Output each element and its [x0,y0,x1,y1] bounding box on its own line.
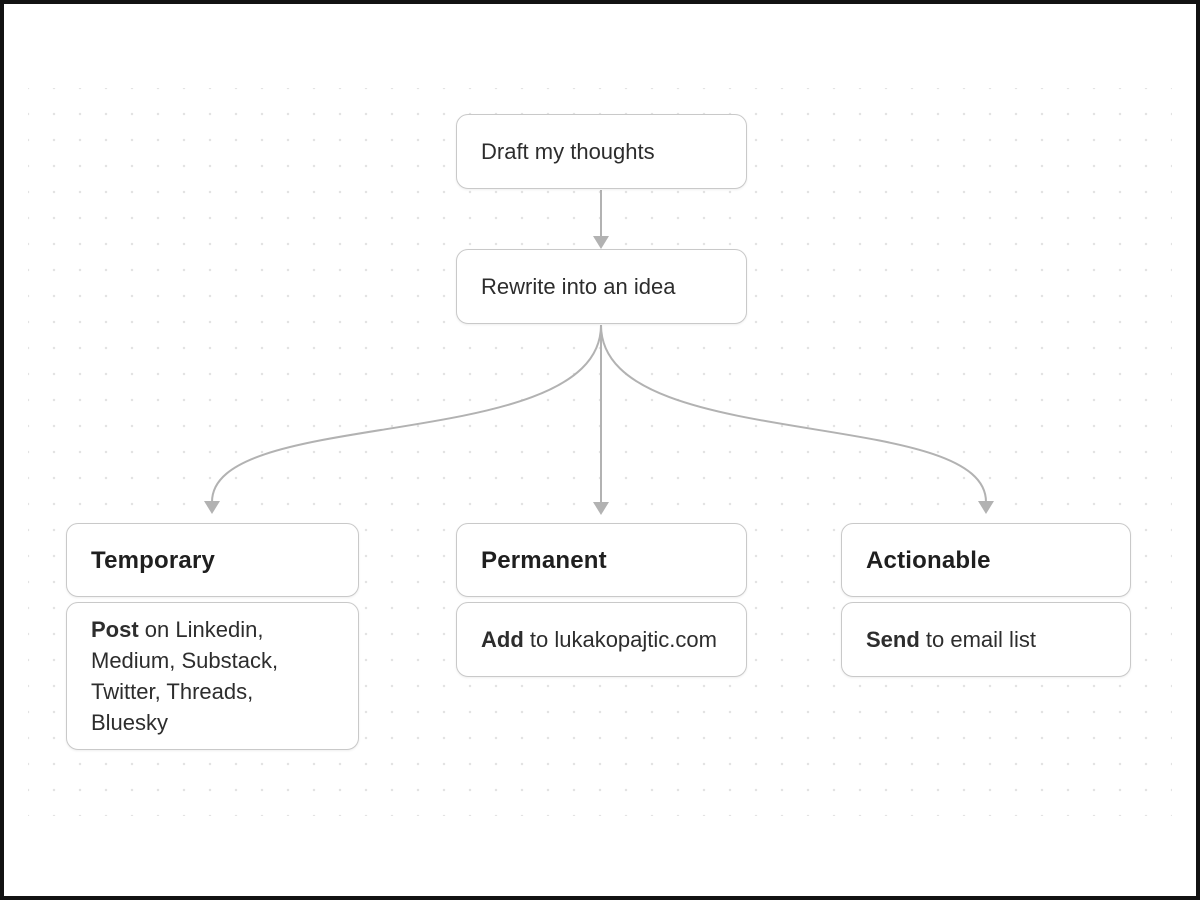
action-word: Add [481,627,524,652]
arrowhead-rewrite-to-actionable [978,501,994,514]
arrowhead-rewrite-to-permanent [593,502,609,515]
action-word: Send [866,627,920,652]
node-title: Permanent [481,546,607,574]
action-word: Post [91,617,139,642]
node-draft-my-thoughts[interactable]: Draft my thoughts [456,114,747,189]
node-permanent-header[interactable]: Permanent [456,523,747,597]
node-title: Temporary [91,546,216,574]
node-body-text: Post on Linkedin, Medium, Substack, Twit… [91,614,334,738]
action-detail: to lukakopajtic.com [523,627,717,652]
node-body-text: Send to email list [866,624,1036,655]
node-temporary-body[interactable]: Post on Linkedin, Medium, Substack, Twit… [66,602,359,750]
node-title: Actionable [866,546,991,574]
node-body-text: Add to lukakopajtic.com [481,624,717,655]
arrowhead-draft-to-rewrite [593,236,609,249]
arrowhead-rewrite-to-temporary [204,501,220,514]
connector-layer [204,190,994,515]
node-permanent-body[interactable]: Add to lukakopajtic.com [456,602,747,677]
node-label: Draft my thoughts [481,139,655,164]
node-rewrite-into-an-idea[interactable]: Rewrite into an idea [456,249,747,324]
action-detail: to email list [919,627,1036,652]
node-actionable-header[interactable]: Actionable [841,523,1131,597]
node-actionable-body[interactable]: Send to email list [841,602,1131,677]
edge-rewrite-to-temporary[interactable] [211,324,602,503]
edge-rewrite-to-actionable[interactable] [600,324,987,503]
action-detail: on Linkedin, Medium, Substack, Twitter, … [91,617,279,735]
node-label: Rewrite into an idea [481,274,676,299]
node-temporary-header[interactable]: Temporary [66,523,359,597]
